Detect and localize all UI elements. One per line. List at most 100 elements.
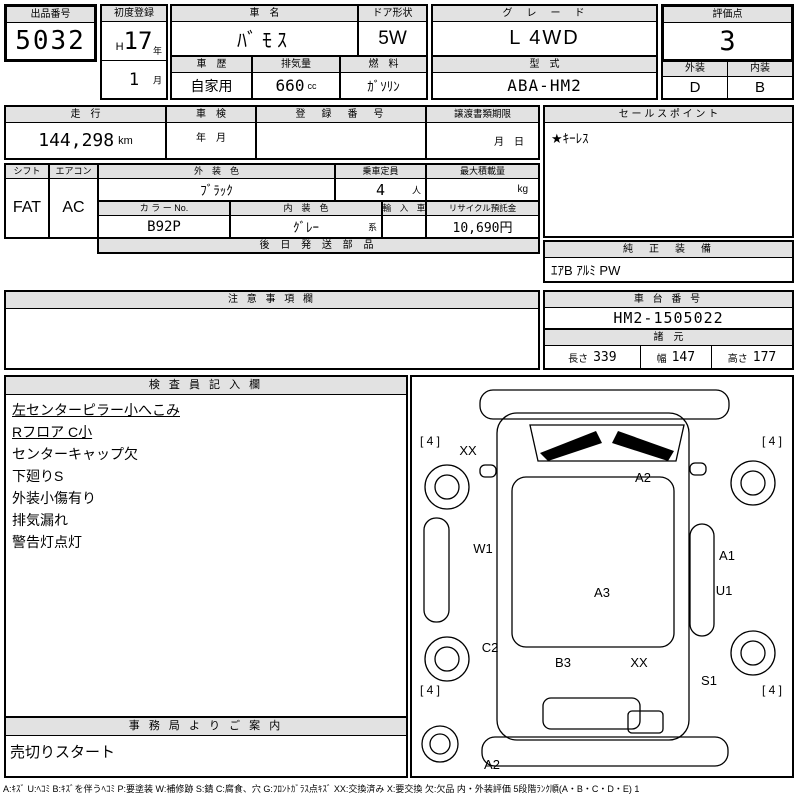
- damage-diagram-box: [ 4 ] [ 4 ] [ 4 ] [ 4 ] XX A2 W1 A1 A3 U…: [410, 375, 794, 778]
- registration-number-box: 登 録 番 号: [255, 105, 427, 160]
- damage-mark: A2: [484, 757, 500, 772]
- damage-mark: A2: [635, 470, 651, 485]
- inspector-note-item: 警告灯点灯: [12, 534, 82, 550]
- later-parts-box: 後 日 発 送 部 品: [97, 237, 540, 254]
- damage-mark: W1: [473, 541, 493, 556]
- first-registration-box: 初度登録 H 17 年 1 月: [100, 4, 168, 100]
- office-info-value: 売切りスタート: [10, 744, 116, 761]
- interior-color-label: 内 装 色: [231, 202, 381, 216]
- model-code-label: 型 式: [433, 57, 656, 73]
- era-prefix: H: [115, 41, 124, 54]
- interior-grade-label: 内装: [728, 62, 792, 76]
- chassis-number-value: HM2-1505022: [613, 309, 724, 327]
- year-suffix: 年: [152, 46, 162, 57]
- damage-mark: B3: [555, 655, 571, 670]
- sales-point-box: セ ー ル ス ポ イ ン ト ★ｷｰﾚｽ: [543, 105, 794, 238]
- inspector-notes-list: 左センターピラー小へこみ Rフロア C小 センターキャップ欠 下廻りS 外装小傷…: [6, 395, 406, 553]
- tread-depth-mark: [ 4 ]: [420, 683, 440, 697]
- sales-point-value: ★ｷｰﾚｽ: [551, 131, 589, 146]
- first-registration-year: 17: [123, 27, 153, 56]
- capacity-unit: 人: [411, 185, 421, 195]
- capacity-value: 4: [375, 180, 386, 199]
- capacity-label: 乗車定員: [336, 165, 425, 179]
- shift-box: シフト FAT: [4, 163, 50, 239]
- color-number-box: カ ラ ー No. B92P: [97, 200, 231, 239]
- registration-number-label: 登 録 番 号: [257, 107, 425, 123]
- damage-mark: A3: [594, 585, 610, 600]
- car-history-label: 車 歴: [172, 57, 251, 73]
- fuel-value: ｶﾞｿﾘﾝ: [367, 79, 400, 94]
- office-info-label: 事 務 局 よ り ご 案 内: [6, 718, 406, 736]
- inspection-placeholder: 年 月: [196, 133, 226, 144]
- displacement-unit: cc: [307, 80, 317, 91]
- car-history-value: 自家用: [190, 77, 233, 94]
- interior-grade-value: B: [754, 79, 765, 96]
- exterior-color-value: ﾌﾞﾗｯｸ: [200, 183, 233, 198]
- inspector-notes-label: 検 査 員 記 入 欄: [6, 377, 406, 395]
- mileage-value: 144,298: [38, 130, 115, 151]
- door-shape-label: ドア形状: [359, 6, 426, 22]
- max-load-unit: kg: [517, 184, 528, 195]
- interior-color-value: ｸﾞﾚｰ: [293, 220, 319, 235]
- office-info-box: 事 務 局 よ り ご 案 内 売切りスタート: [4, 716, 408, 778]
- wiper-icons: [540, 431, 674, 461]
- length-label: 長さ: [568, 353, 589, 365]
- width-label: 幅: [656, 353, 667, 365]
- transfer-deadline-placeholder: 月 日: [494, 137, 524, 148]
- chassis-number-label: 車 台 番 号: [545, 292, 792, 308]
- damage-mark: U1: [716, 583, 733, 598]
- inspector-note-item: センターキャップ欠: [12, 446, 138, 462]
- model-code-box: 型 式 ABA-HM2: [431, 55, 658, 100]
- height-label: 高さ: [727, 353, 748, 365]
- aircon-value: AC: [62, 199, 85, 216]
- genuine-equipment-label: 純 正 装 備: [545, 242, 792, 258]
- recycle-deposit-label: リサイクル預託金: [427, 202, 538, 216]
- aircon-label: エアコン: [50, 165, 97, 179]
- aircon-box: エアコン AC: [48, 163, 99, 239]
- import-car-value: [383, 216, 425, 237]
- auction-number-label: 出品番号: [7, 7, 94, 23]
- inspector-note-item: 左センターピラー小へこみ: [12, 402, 180, 418]
- auction-number-box: 出品番号 5032: [4, 4, 97, 62]
- inspector-note-item: 外装小傷有り: [12, 490, 96, 506]
- mileage-box: 走 行 144,298 km: [4, 105, 167, 160]
- displacement-value: 660: [275, 76, 305, 95]
- tread-depth-mark: [ 4 ]: [762, 434, 782, 448]
- ext-int-grade-box: 外装 内装 D B: [661, 60, 794, 100]
- chassis-number-box: 車 台 番 号 HM2-1505022: [543, 290, 794, 330]
- dimensions-label: 諸 元: [545, 330, 792, 346]
- color-number-label: カ ラ ー No.: [99, 202, 229, 216]
- color-number-value: B92P: [147, 218, 181, 235]
- height-value: 177: [752, 349, 777, 365]
- shift-value: FAT: [12, 199, 42, 216]
- car-name-value: ﾊﾞﾓｽ: [237, 30, 292, 52]
- inspector-notes-box: 検 査 員 記 入 欄 左センターピラー小へこみ Rフロア C小 センターキャッ…: [4, 375, 408, 718]
- exterior-color-box: 外 装 色 ﾌﾞﾗｯｸ: [97, 163, 336, 202]
- door-shape-box: ドア形状 5W: [357, 4, 428, 57]
- first-registration-month: 1: [128, 69, 140, 90]
- max-load-box: 最大積載量 kg: [425, 163, 540, 202]
- recycle-deposit-box: リサイクル預託金 10,690円: [425, 200, 540, 239]
- damage-mark: S1: [701, 673, 717, 688]
- tread-depth-mark: [ 4 ]: [762, 683, 782, 697]
- car-name-label: 車 名: [172, 6, 357, 22]
- damage-mark: C2: [482, 640, 499, 655]
- car-name-box: 車 名 ﾊﾞﾓｽ: [170, 4, 359, 57]
- grade-label: グ レ ー ド: [433, 6, 656, 22]
- door-shape-value: 5W: [378, 27, 407, 49]
- caution-notes-value: [6, 309, 538, 368]
- legend-footer: A:ｷｽﾞ U:ﾍｺﾐ B:ｷｽﾞを伴うﾍｺﾐ P:要塗装 W:補修跡 S:錆 …: [3, 784, 640, 794]
- later-parts-label: 後 日 発 送 部 品: [99, 239, 538, 252]
- transfer-deadline-label: 譲渡書類期限: [427, 107, 538, 123]
- caution-notes-box: 注 意 事 項 欄: [4, 290, 540, 370]
- genuine-equipment-box: 純 正 装 備 ｴｱB ｱﾙﾐ PW: [543, 240, 794, 283]
- car-history-box: 車 歴 自家用: [170, 55, 253, 100]
- inspector-note-item: Rフロア C小: [12, 424, 93, 440]
- first-registration-label: 初度登録: [102, 6, 166, 22]
- inspection-box: 車 検 年 月: [165, 105, 257, 160]
- interior-color-suffix: 系: [367, 222, 377, 232]
- mileage-label: 走 行: [6, 107, 165, 123]
- fuel-box: 燃 料 ｶﾞｿﾘﾝ: [339, 55, 428, 100]
- inspector-note-item: 排気漏れ: [12, 512, 68, 528]
- grade-value: L 4WD: [509, 27, 580, 49]
